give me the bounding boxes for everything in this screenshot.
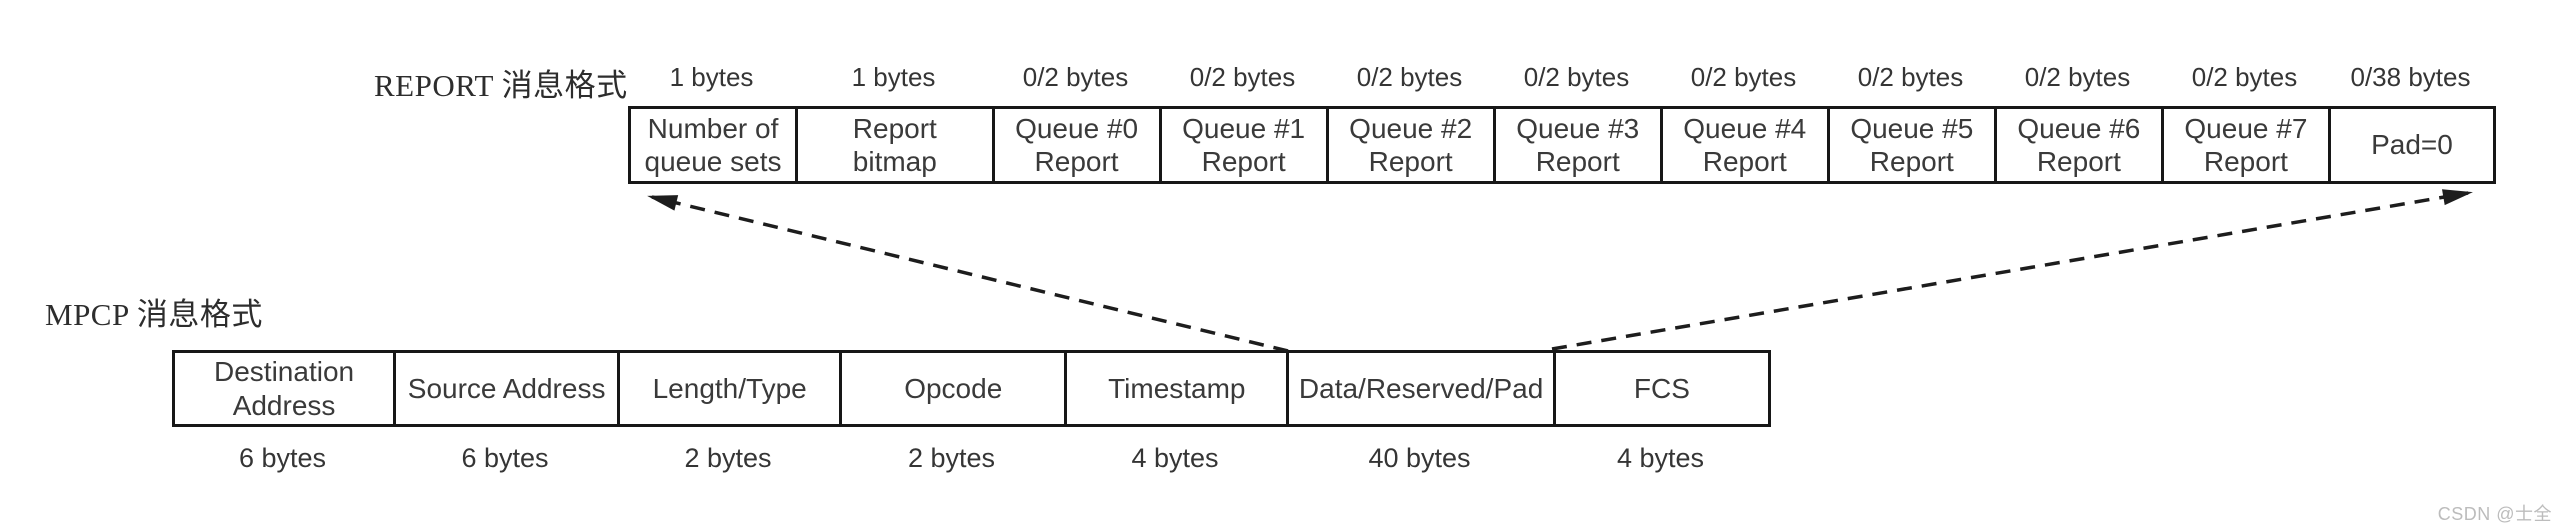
report-field-10: Pad=0 <box>2327 109 2493 181</box>
report-size-5: 0/2 bytes <box>1523 62 1630 92</box>
mpcp-field-6: FCS <box>1552 353 1768 424</box>
report-field-3: Queue #1 Report <box>1158 109 1326 181</box>
mpcp-field-3: Opcode <box>839 353 1064 424</box>
report-field-5: Queue #3 Report <box>1492 109 1660 181</box>
mpcp-size-5: 40 bytes <box>1368 443 1471 473</box>
mpcp-size-0: 6 bytes <box>238 443 327 473</box>
mpcp-field-2: Length/Type <box>617 353 839 424</box>
report-size-6: 0/2 bytes <box>1690 62 1797 92</box>
report-size-8: 0/2 bytes <box>2024 62 2131 92</box>
mpcp-size-6: 4 bytes <box>1616 443 1705 473</box>
mpcp-size-2: 2 bytes <box>684 443 772 473</box>
report-size-1: 1 bytes <box>851 62 936 92</box>
report-format-title: REPORT 消息格式 <box>374 68 628 103</box>
report-field-0: Number of queue sets <box>644 112 782 177</box>
mpcp-size-1: 6 bytes <box>461 443 549 473</box>
mpcp-format-title: MPCP 消息格式 <box>45 297 263 332</box>
report-field-8: Queue #6 Report <box>1993 109 2161 181</box>
watermark: CSDN @士全 <box>2437 504 2552 524</box>
report-field-1: Report bitmap <box>795 109 992 181</box>
report-field-7: Queue #5 Report <box>1826 109 1994 181</box>
mpcp-field-0: Destination Address <box>214 356 355 421</box>
report-size-7: 0/2 bytes <box>1857 62 1964 92</box>
mpcp-size-4: 4 bytes <box>1131 443 1219 473</box>
report-size-9: 0/2 bytes <box>2191 62 2298 92</box>
report-size-4: 0/2 bytes <box>1356 62 1463 92</box>
expand-arrow-right <box>1551 189 2473 351</box>
mpcp-sizes-row: 6 bytes 6 bytes 2 bytes 2 bytes 4 bytes 40 by… <box>172 443 1768 474</box>
expand-arrow-left <box>647 195 1289 353</box>
report-field-2: Queue #0 Report <box>991 109 1159 181</box>
report-sizes-row: 1 bytes 1 bytes 0/2 bytes 0/2 bytes 0/2 byte… <box>628 62 2493 93</box>
report-field-4: Queue #2 Report <box>1325 109 1493 181</box>
report-size-2: 0/2 bytes <box>1022 62 1129 92</box>
report-field-9: Queue #7 Report <box>2160 109 2328 181</box>
report-size-10: 0/38 bytes <box>2350 62 2471 92</box>
mpcp-size-3: 2 bytes <box>907 443 996 473</box>
report-size-0: 1 bytes <box>669 62 754 92</box>
report-field-6: Queue #4 Report <box>1659 109 1827 181</box>
mpcp-field-4: Timestamp <box>1064 353 1286 424</box>
report-size-3: 0/2 bytes <box>1189 62 1296 92</box>
mpcp-field-1: Source Address <box>393 353 617 424</box>
mpcp-field-5: Data/Reserved/Pad <box>1286 353 1552 424</box>
